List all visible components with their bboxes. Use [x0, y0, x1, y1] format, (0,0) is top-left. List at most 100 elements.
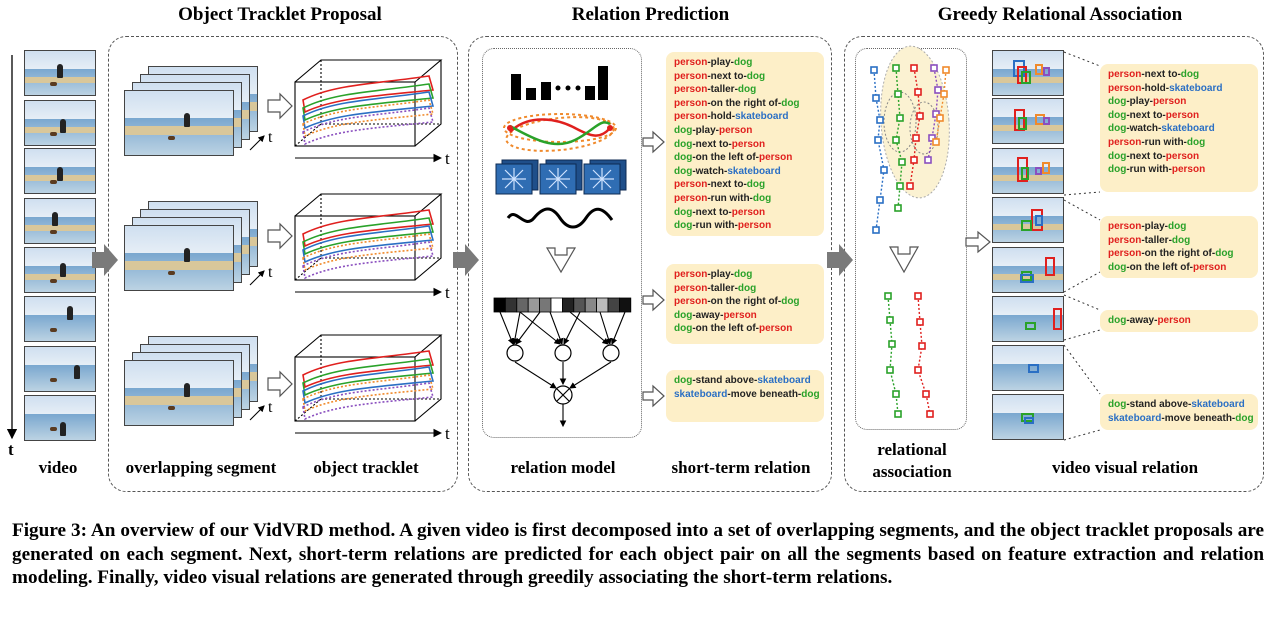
relation-subject: dog	[1108, 315, 1127, 326]
detection-box	[1012, 59, 1026, 78]
relational-association-label-2: association	[872, 462, 952, 481]
relation-triplet: person-run with-dog	[674, 192, 816, 206]
time-label: t	[445, 283, 450, 302]
relation-triplet: person-taller-dog	[1108, 234, 1250, 248]
relation-object: person	[1171, 164, 1206, 176]
relation-triplet: dog-on the left of-person	[674, 151, 816, 165]
relation-subject: person	[674, 296, 708, 308]
relation-object: dog	[746, 179, 766, 191]
relation-object: person	[1157, 315, 1191, 326]
histogram-icon	[511, 66, 608, 100]
relation-subject: person	[674, 111, 708, 123]
relation-subject: dog	[1108, 261, 1127, 273]
relation-subject: dog	[674, 152, 693, 164]
relation-model-box	[482, 48, 642, 438]
relation-predicate: -hold-	[707, 111, 736, 123]
time-label: t	[268, 264, 273, 281]
video-frame	[24, 50, 96, 96]
time-label: t	[268, 399, 273, 416]
detection-box	[1053, 307, 1062, 330]
flow-arrows	[92, 244, 853, 276]
detection-box	[1021, 166, 1030, 180]
relation-triplet: person-run with-dog	[1108, 136, 1250, 150]
relation-predicate: -play-	[707, 57, 735, 68]
segment-frame	[124, 90, 234, 156]
relation-predicate: -on the left of-	[692, 323, 759, 335]
relation-predicate: -next to-	[1126, 150, 1166, 162]
feature-cubes-icon	[495, 159, 627, 195]
relation-object: person	[737, 220, 772, 232]
relation-predicate: -next to-	[1141, 69, 1181, 80]
segment-frame	[124, 360, 234, 426]
relation-predicate: -next to-	[707, 179, 747, 191]
relation-subject: person	[1108, 136, 1142, 148]
relation-predicate: -play-	[1126, 96, 1153, 108]
relation-triplet: person-taller-dog	[674, 282, 816, 296]
figure-caption: Figure 3: An overview of our VidVRD meth…	[12, 520, 1264, 588]
relation-object: skateboard	[1191, 399, 1245, 410]
relation-subject: person	[674, 97, 708, 109]
relation-predicate: -away-	[1126, 315, 1158, 326]
result-frame	[992, 394, 1064, 440]
detection-box	[1042, 162, 1051, 174]
relation-predicate: -on the left of-	[692, 152, 759, 164]
relation-triplet: person-next to-dog	[674, 178, 816, 192]
neural-network-icon	[493, 297, 632, 428]
detection-box	[1043, 116, 1051, 126]
relation-subject: person	[1108, 248, 1142, 260]
section-title-tracklet-proposal: Object Tracklet Proposal	[178, 4, 382, 25]
relation-predicate: -on the left of-	[1126, 261, 1193, 273]
detection-box	[1035, 64, 1044, 75]
relation-object: person	[731, 138, 766, 150]
relation-predicate: -watch-	[1126, 123, 1162, 135]
relation-subject: dog	[674, 138, 693, 150]
relation-object: dog	[752, 192, 772, 204]
relation-triplet: person-next to-dog	[1108, 68, 1250, 82]
relation-triplet: person-play-dog	[674, 56, 816, 70]
video-label: video	[38, 458, 78, 477]
relation-subject: person	[674, 70, 708, 82]
relation-object: person	[1192, 261, 1227, 273]
time-label: t	[445, 149, 450, 168]
relation-model-label: relation model	[510, 458, 616, 477]
detection-box	[1025, 321, 1037, 331]
relation-subject: person	[1108, 69, 1142, 80]
relation-predicate: -play-	[692, 124, 719, 136]
relation-subject: person	[674, 84, 708, 96]
relation-triplet: dog-stand above-skateboard	[674, 374, 816, 388]
relation-subject: person	[674, 269, 708, 280]
relation-predicate: -run with-	[707, 192, 753, 204]
relation-predicate: -next to-	[692, 138, 732, 150]
result-frame	[992, 197, 1064, 243]
relation-predicate: -on the right of-	[707, 97, 782, 109]
trajectory-icon	[503, 113, 617, 152]
relation-predicate: -play-	[1141, 221, 1169, 232]
relation-subject: person	[1108, 221, 1142, 232]
detection-box	[1016, 156, 1028, 182]
relation-subject: skateboard	[1108, 412, 1162, 424]
relation-subject: person	[674, 192, 708, 204]
result-frame	[992, 345, 1064, 391]
short-term-relation-label: short-term relation	[671, 458, 811, 477]
relation-predicate: -next to-	[692, 206, 732, 218]
relation-object: person	[723, 309, 757, 321]
relation-triplet: skateboard-move beneath-dog	[674, 388, 820, 402]
relation-object: dog	[737, 282, 757, 294]
relation-triplet: dog-on the left of-person	[674, 322, 816, 336]
relation-triplet: dog-run with-person	[674, 219, 816, 233]
time-label: t	[445, 424, 450, 443]
video-frame	[24, 148, 96, 194]
relation-subject: dog	[674, 165, 693, 177]
relation-object: dog	[1180, 69, 1200, 80]
relation-triplet: person-hold-skateboard	[674, 110, 816, 124]
segment-frame	[124, 225, 234, 291]
relation-subject: dog	[674, 206, 693, 218]
relation-subject: dog	[1108, 123, 1127, 135]
detection-box	[1019, 274, 1034, 284]
relation-predicate: -next to-	[707, 70, 747, 82]
relation-predicate: -run with-	[692, 220, 738, 232]
